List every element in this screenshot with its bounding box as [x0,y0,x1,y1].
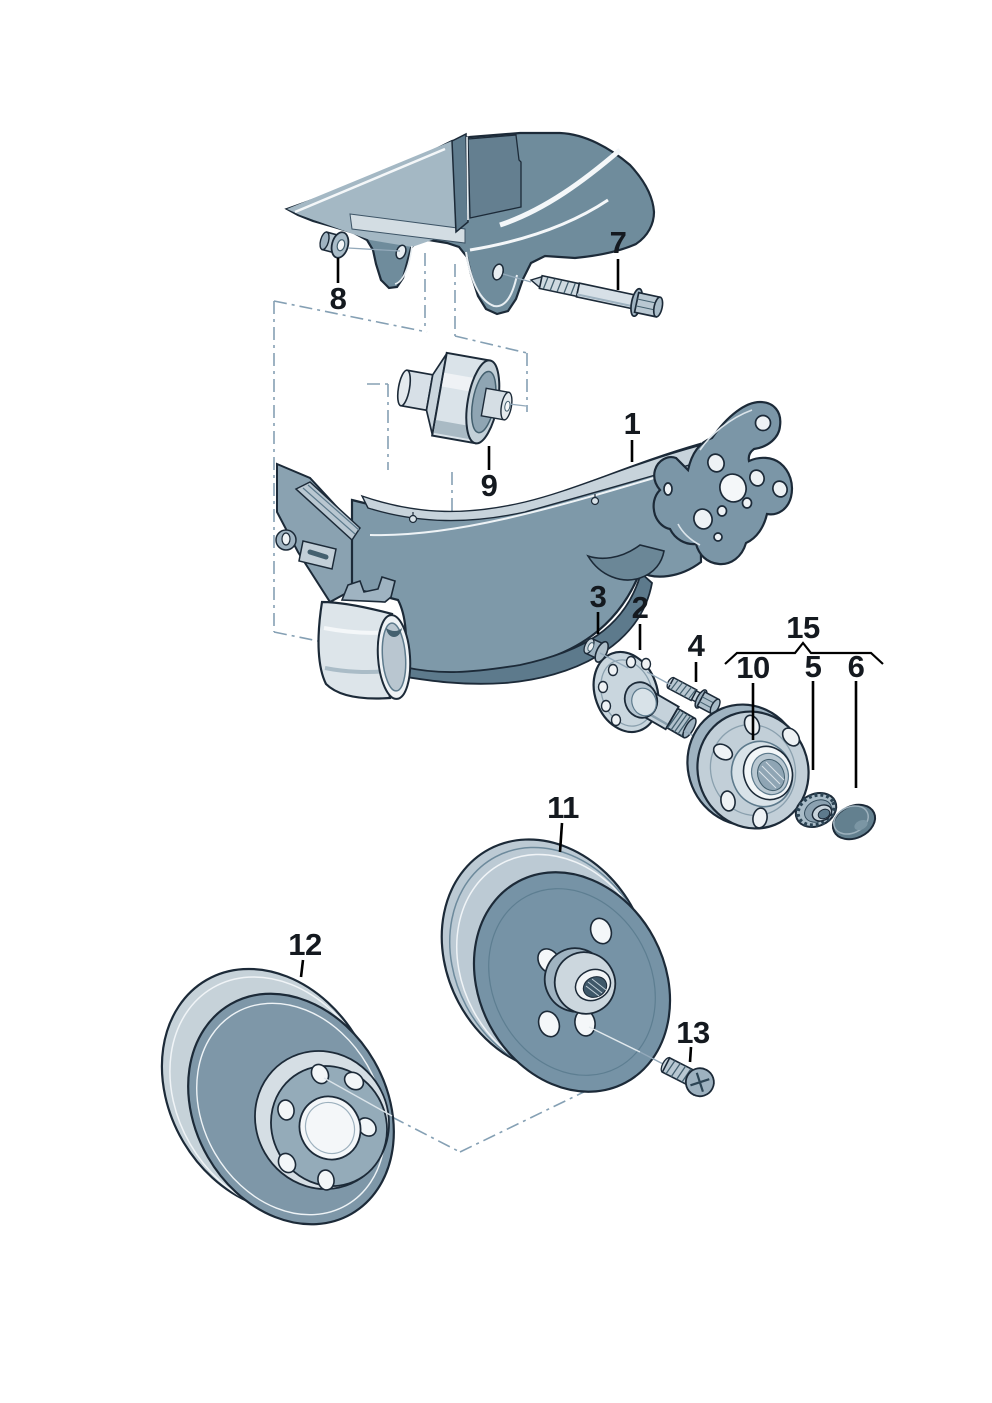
collar-nut-5 [794,791,838,829]
part-label-1[interactable]: 1 [624,406,642,441]
countersunk-screw-13 [660,1056,715,1098]
part-label-13[interactable]: 13 [676,1015,710,1050]
part-label-9[interactable]: 9 [481,468,499,503]
long-bolt-7 [529,274,664,318]
brake-drum-11 [440,838,672,1093]
flange-nut-8 [319,231,350,259]
part-label-4[interactable]: 4 [688,628,707,663]
leader-drum-hole [588,1026,641,1053]
group-15-brace [724,641,884,665]
dust-cap-6 [831,803,877,841]
alignment-axis-lines [273,253,655,1153]
leader-disc-hole [323,1077,393,1117]
part-label-5[interactable]: 5 [805,649,823,684]
hex-bolt-4 [666,676,721,715]
bushing-seat-tube [317,576,412,700]
stub-axle-2 [592,650,697,739]
body-panel [284,131,656,316]
brake-disc-12 [160,967,395,1226]
hub-mounting-plate [652,400,794,566]
part-label-7[interactable]: 7 [610,225,627,260]
part-label-11[interactable]: 11 [547,790,580,825]
label-leader-lines [299,258,858,1063]
part-label-2[interactable]: 2 [632,590,649,625]
flange-nut-3 [583,637,609,663]
leader-drum-to-screw [639,1051,666,1066]
leader-bushing-axis [508,403,527,407]
part-label-12[interactable]: 12 [288,927,322,962]
wheel-hub-10 [686,703,810,830]
cable-bracket [275,481,361,570]
leader-nut8-to-hole [347,247,401,252]
axle-beam [275,400,794,700]
part-label-10[interactable]: 10 [736,650,770,685]
part-label-3[interactable]: 3 [590,579,608,614]
part-label-15[interactable]: 15 [786,610,820,645]
part-label-6[interactable]: 6 [848,649,866,684]
leader-hole-to-bolt7 [502,273,532,283]
bushing-9 [396,351,513,445]
part-label-8[interactable]: 8 [330,281,348,316]
